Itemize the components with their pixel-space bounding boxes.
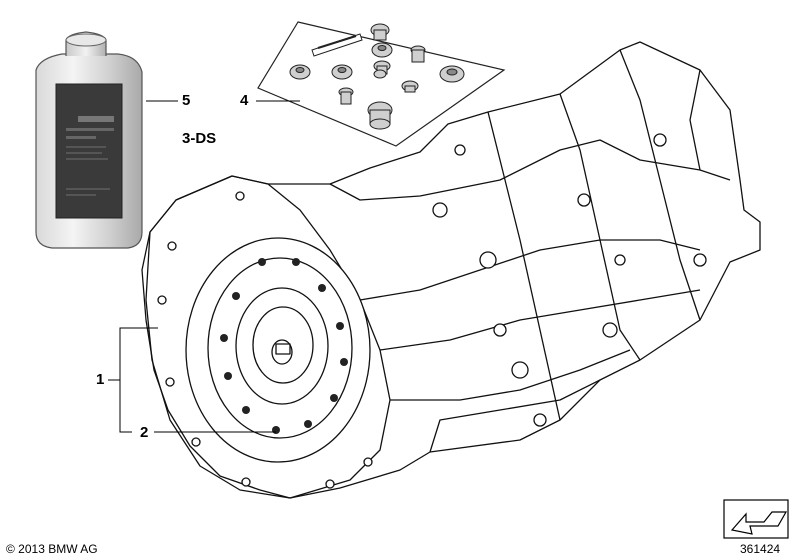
callout-5: 5	[182, 92, 191, 109]
copyright-notice: © 2013 BMW AG	[6, 542, 98, 556]
direction-arrow-icon	[723, 499, 789, 539]
leader-lines	[108, 100, 300, 433]
automatic-transmission-icon	[141, 41, 761, 499]
callout-2: 2	[140, 424, 149, 441]
oil-bottle-icon	[35, 31, 143, 249]
callout-4: 4	[240, 92, 249, 109]
diagram-number: 361424	[740, 542, 781, 556]
bolt-kit-icon	[257, 21, 506, 147]
callout-1: 1	[96, 371, 105, 388]
callout-3-ds: 3-DS	[182, 130, 217, 147]
